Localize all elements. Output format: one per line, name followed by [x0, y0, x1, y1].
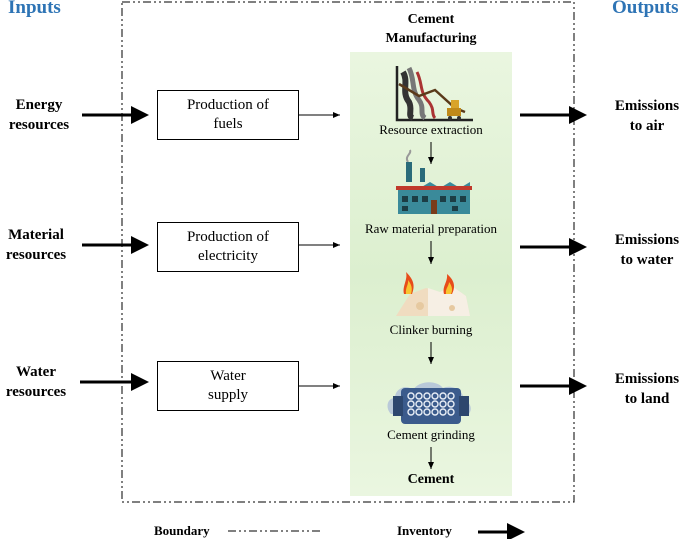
stage-label-clinker-burning: Clinker burning: [389, 322, 473, 337]
product-label: Cement: [407, 472, 455, 487]
kiln-fire-icon: [396, 272, 470, 316]
stage-label-resource-extraction: Resource extraction: [379, 122, 483, 137]
factory-icon: [396, 149, 472, 214]
output-land-line2: to land: [624, 391, 670, 407]
box-fuels-line1: Production of: [186, 97, 270, 113]
input-material: Material resources: [0, 225, 72, 265]
input-energy: Energy resources: [0, 95, 78, 135]
box-fuels-line2: fuels: [213, 116, 243, 132]
box-water-line1: Water: [210, 368, 246, 384]
system-boundary: [121, 1, 575, 503]
output-air-line2: to air: [629, 118, 665, 134]
process-title: Cement Manufacturing: [350, 10, 512, 48]
box-electricity-line2: electricity: [198, 248, 258, 264]
box-electricity-line1: Production of: [186, 229, 270, 245]
box-water-supply: Water supply: [157, 361, 299, 411]
output-water-line1: Emissions: [614, 232, 680, 248]
input-energy-line1: Energy: [15, 97, 63, 113]
box-production-of-electricity: Production of electricity: [157, 222, 299, 272]
input-material-line1: Material: [8, 227, 64, 243]
process-title-line1: Cement: [407, 12, 455, 27]
box-water-line2: supply: [207, 387, 248, 403]
process-title-line2: Manufacturing: [385, 31, 477, 46]
box-production-of-fuels: Production of fuels: [157, 90, 299, 140]
stage-label-raw-material-preparation: Raw material preparation: [364, 221, 498, 236]
input-water-line2: resources: [5, 384, 67, 400]
output-water-line2: to water: [620, 252, 674, 268]
stage-label-cement-grinding: Cement grinding: [387, 427, 475, 442]
input-material-line2: resources: [5, 247, 67, 263]
grinding-mill-icon: [387, 382, 471, 424]
output-land-line1: Emissions: [614, 371, 680, 387]
output-land: Emissions to land: [606, 369, 685, 409]
legend-inventory-label: Inventory: [397, 523, 452, 538]
output-air: Emissions to air: [606, 96, 685, 136]
output-air-line1: Emissions: [614, 98, 680, 114]
input-energy-line2: resources: [8, 117, 70, 133]
output-water: Emissions to water: [606, 230, 685, 270]
legend-boundary-label: Boundary: [154, 523, 210, 538]
excavator-icon: [395, 66, 473, 122]
outputs-header: Outputs: [612, 0, 679, 18]
input-water-line1: Water: [16, 364, 56, 380]
input-water: Water resources: [0, 362, 72, 402]
inputs-header: Inputs: [8, 0, 61, 18]
